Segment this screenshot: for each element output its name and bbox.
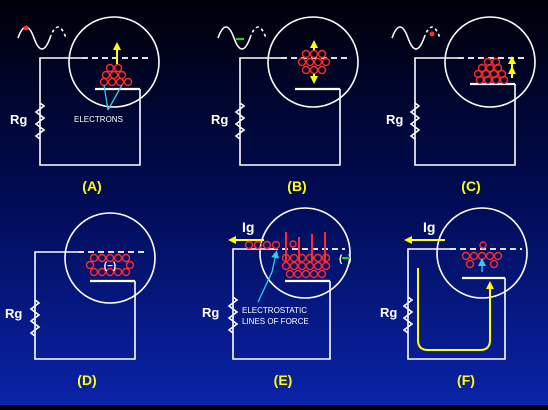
resistor-label: Rg: [386, 112, 403, 127]
grid-electron: [479, 241, 487, 249]
resistor-label: Rg: [202, 305, 219, 320]
grid-wire: [232, 248, 331, 360]
electron-cloud: [99, 63, 133, 87]
tube-envelope: [64, 212, 156, 304]
grid-resistor: [402, 296, 414, 334]
electron-cloud: [461, 251, 503, 269]
panel-a: Rg ELECTRONS (A): [10, 16, 160, 194]
grid-charge-label: (−): [104, 261, 117, 272]
panel-caption: (E): [274, 372, 293, 388]
panel-caption: (A): [82, 178, 101, 194]
tube-envelope: [436, 207, 528, 299]
grid-wire: [407, 248, 506, 360]
panel-caption: (B): [287, 178, 306, 194]
tube-envelope: [444, 16, 536, 108]
current-label: Ig: [242, 219, 254, 235]
panel-f: Rg Ig (F): [380, 207, 528, 388]
grid-wire: [39, 57, 141, 166]
wave-marker: [23, 25, 29, 31]
resistor-label: Rg: [380, 305, 397, 320]
input-wave-dashed: [249, 26, 267, 39]
electron-cloud: [473, 57, 509, 85]
lines-of-force-label: LINES OF FORCE: [242, 317, 309, 326]
wave-marker: [429, 31, 435, 37]
electrons-label: ELECTRONS: [74, 115, 123, 124]
electrons-pointer: [103, 84, 109, 111]
tube-envelope: [68, 16, 160, 108]
panel-e: Rg Ig (−) ELECTROSTATIC LINES OF FORCE (…: [202, 207, 352, 388]
input-wave-icon: [217, 26, 251, 50]
electron-cloud: [281, 253, 331, 279]
resistor-label: Rg: [211, 112, 228, 127]
input-wave-dashed: [49, 26, 67, 39]
panel-caption: (C): [461, 178, 480, 194]
grid-electrons: [244, 240, 281, 250]
current-label: Ig: [423, 219, 435, 235]
tube-envelope: [267, 16, 359, 108]
panel-d: Rg (−) (D): [5, 212, 156, 388]
electrons-pointer: [107, 84, 123, 111]
grid-resistor: [34, 102, 46, 140]
grid-wire: [34, 251, 136, 360]
input-wave-dashed: [423, 26, 441, 39]
grid-resistor: [409, 102, 421, 140]
panel-caption: (D): [77, 372, 96, 388]
grid-wire: [239, 57, 341, 166]
panel-caption: (F): [457, 372, 475, 388]
grid-wire: [414, 57, 516, 166]
grid-charge-label: (−): [339, 254, 352, 265]
grid-resistor: [234, 102, 246, 140]
lines-of-force-label: ELECTROSTATIC: [242, 306, 307, 315]
electron-cloud: [297, 49, 331, 75]
input-wave-icon: [391, 26, 425, 50]
tube-envelope: [259, 207, 351, 299]
grid-resistor: [29, 299, 41, 337]
grid-current-loop: [417, 268, 494, 351]
grid-electron: [289, 240, 297, 248]
grid-resistor: [227, 296, 239, 334]
lines-of-force-pointer: [257, 250, 280, 303]
electron-cloud: [85, 253, 135, 277]
resistor-label: Rg: [5, 306, 22, 321]
panel-b: Rg (B): [211, 16, 359, 194]
panel-c: Rg (C): [386, 16, 536, 194]
input-wave-icon: [17, 26, 51, 50]
resistor-label: Rg: [10, 112, 27, 127]
